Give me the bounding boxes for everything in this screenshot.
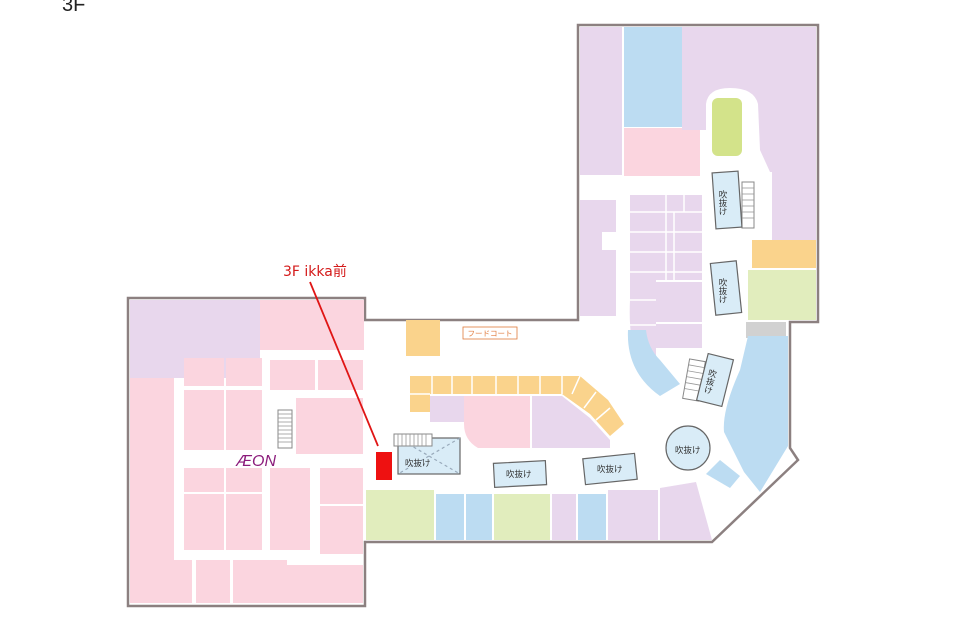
atrium-5	[711, 170, 743, 230]
atrium-label: 吹抜け	[506, 469, 532, 480]
callout-leader-line	[309, 281, 379, 447]
right-wing	[580, 27, 816, 492]
floor-label: 3F	[62, 0, 86, 16]
atrium-labels: 吹抜け 吹抜け 吹抜け 吹抜け	[405, 445, 701, 480]
atriums	[393, 170, 743, 488]
atrium-4	[665, 425, 711, 471]
food-court-label: フードコート	[468, 329, 513, 338]
middle-section	[366, 320, 712, 540]
atrium-label: 吹抜け	[717, 277, 727, 303]
atrium-label: 吹抜け	[597, 464, 623, 475]
highlight-marker	[376, 452, 392, 480]
aeon-wing	[130, 300, 364, 603]
food-court: フードコート	[462, 326, 518, 340]
callout: 3F ikka前	[283, 263, 379, 447]
atrium-label: 吹抜け	[717, 189, 727, 215]
atrium-3	[582, 452, 638, 486]
atrium-7	[695, 352, 735, 408]
atrium-label: 吹抜け	[675, 445, 701, 456]
atrium-label: 吹抜け	[405, 458, 431, 469]
atrium-6	[709, 260, 743, 316]
aeon-logo: ÆON	[235, 453, 276, 470]
callout-label: 3F ikka前	[283, 263, 347, 280]
atrium-2	[492, 460, 548, 488]
